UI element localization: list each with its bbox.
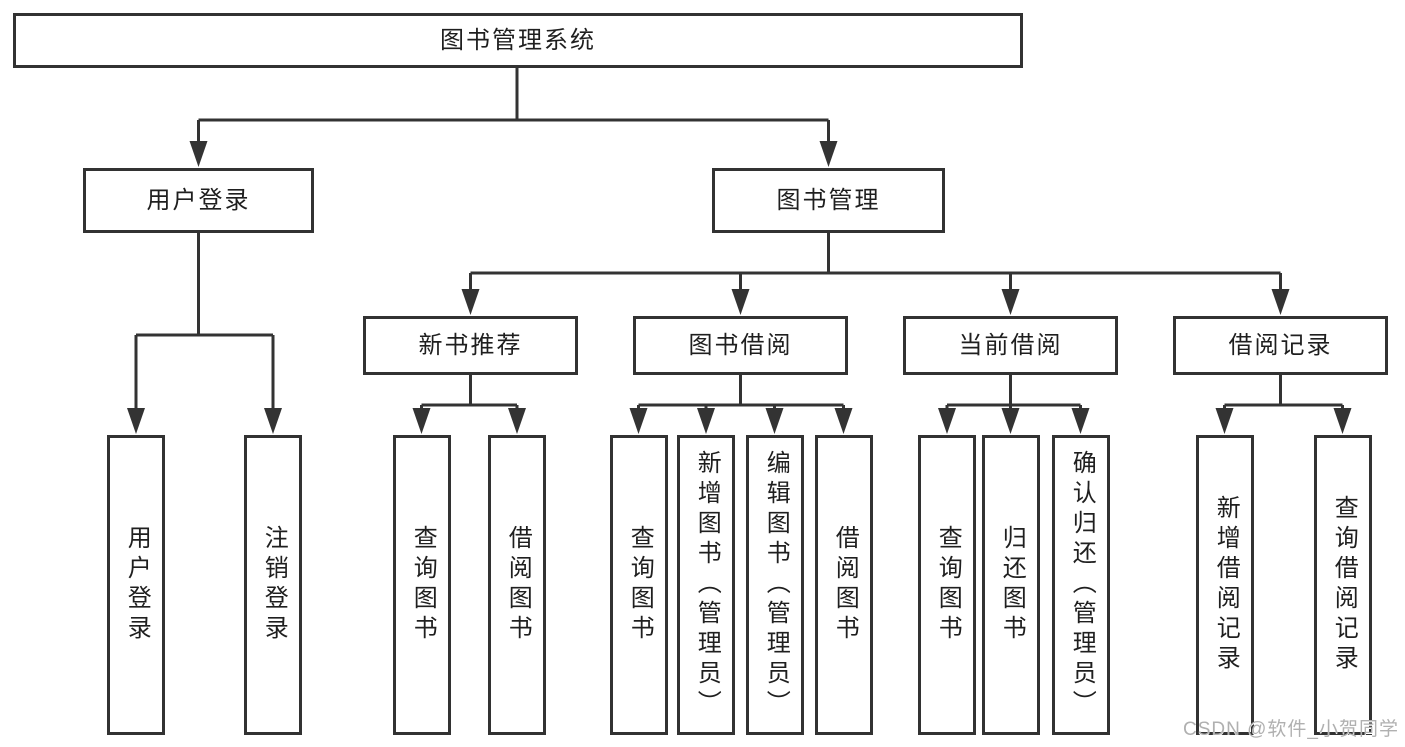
connector-userlogin-to-leaves: [134, 233, 275, 411]
leaf-confirm-return-admin: 确认归还（管理员）: [1052, 435, 1110, 735]
node-borrow-records-label: 借阅记录: [1228, 331, 1333, 359]
node-new-book-recommend: 新书推荐: [363, 316, 578, 375]
node-book-borrow: 图书借阅: [633, 316, 848, 375]
leaf-borrow-books: 借阅图书: [815, 435, 873, 735]
leaf-user-login: 用户登录: [107, 435, 165, 735]
leaf-query-borrow-record-label: 查询借阅记录: [1330, 495, 1358, 675]
node-current-borrow: 当前借阅: [903, 316, 1118, 375]
arrow-heads: [127, 141, 1352, 434]
connector-root-to-level2: [197, 68, 830, 144]
leaf-confirm-return-admin-label: 确认归还（管理员）: [1068, 450, 1096, 720]
node-new-book-recommend-label: 新书推荐: [418, 331, 523, 359]
leaf-return-book-label: 归还图书: [998, 525, 1026, 645]
node-current-borrow-label: 当前借阅: [958, 331, 1063, 359]
leaf-add-borrow-record: 新增借阅记录: [1196, 435, 1254, 735]
leaf-edit-book-admin: 编辑图书（管理员）: [746, 435, 804, 735]
leaf-query-books-recommend-label: 查询图书: [409, 525, 437, 645]
leaf-logout-label: 注销登录: [260, 525, 288, 645]
node-borrow-records: 借阅记录: [1173, 316, 1388, 375]
leaf-query-books-borrow-label: 查询图书: [626, 525, 654, 645]
node-library-system-label: 图书管理系统: [440, 26, 596, 54]
node-book-borrow-label: 图书借阅: [688, 331, 793, 359]
connector-recommend-to-leaves: [420, 375, 519, 411]
connector-borrow-to-leaves: [637, 375, 845, 411]
leaf-query-books-current: 查询图书: [918, 435, 976, 735]
leaf-query-books-current-label: 查询图书: [934, 525, 962, 645]
node-user-login: 用户登录: [83, 168, 314, 233]
leaf-borrow-books-recommend: 借阅图书: [488, 435, 546, 735]
connector-records-to-leaves: [1223, 375, 1344, 411]
leaf-add-book-admin-label: 新增图书（管理员）: [693, 450, 721, 720]
leaf-query-books-recommend: 查询图书: [393, 435, 451, 735]
leaf-user-login-label: 用户登录: [123, 525, 151, 645]
node-library-system: 图书管理系统: [13, 13, 1023, 68]
node-user-login-label: 用户登录: [146, 186, 251, 214]
connector-bookmgmt-to-level3: [469, 233, 1282, 292]
connector-current-to-leaves: [945, 375, 1082, 411]
leaf-borrow-books-recommend-label: 借阅图书: [504, 525, 532, 645]
leaf-borrow-books-label: 借阅图书: [831, 525, 859, 645]
leaf-return-book: 归还图书: [982, 435, 1040, 735]
leaf-logout: 注销登录: [244, 435, 302, 735]
watermark: CSDN @软件_小贺同学: [1183, 719, 1399, 740]
leaf-add-book-admin: 新增图书（管理员）: [677, 435, 735, 735]
leaf-query-books-borrow: 查询图书: [610, 435, 668, 735]
leaf-add-borrow-record-label: 新增借阅记录: [1212, 495, 1240, 675]
leaf-query-borrow-record: 查询借阅记录: [1314, 435, 1372, 735]
leaf-edit-book-admin-label: 编辑图书（管理员）: [762, 450, 790, 720]
node-book-management-label: 图书管理: [776, 186, 881, 214]
node-book-management: 图书管理: [712, 168, 945, 233]
